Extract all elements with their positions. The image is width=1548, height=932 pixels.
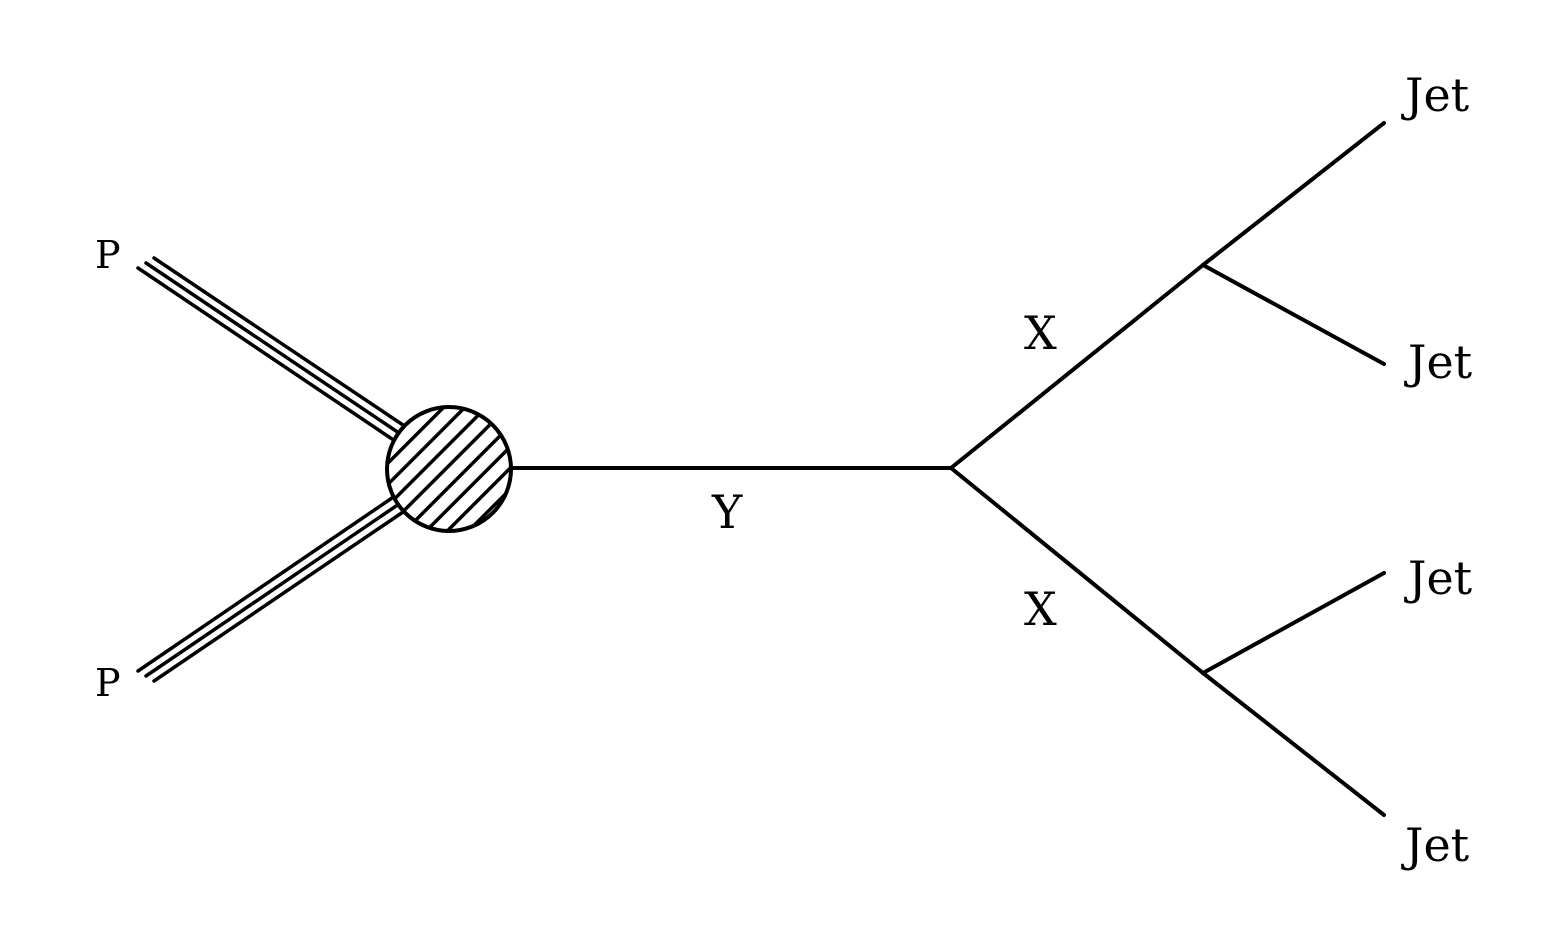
- proton-bottom-beam: [136, 496, 408, 683]
- interaction-blob: [385, 405, 513, 533]
- proton-top-beam: [136, 256, 408, 441]
- x-lower-label: X: [1024, 582, 1057, 636]
- jet-3-line: [1201, 571, 1386, 675]
- jet-4-line: [1201, 671, 1386, 817]
- y-label: Y: [711, 485, 743, 539]
- jet-1-line: [1201, 121, 1386, 267]
- jet-4-label: Jet: [1401, 818, 1470, 872]
- jet-2-line: [1201, 263, 1386, 366]
- jet-3-label: Jet: [1404, 551, 1473, 605]
- proton-bottom-label: P: [95, 661, 121, 705]
- x-upper-label: X: [1024, 306, 1057, 360]
- jet-2-label: Jet: [1404, 335, 1473, 389]
- jet-1-label: Jet: [1401, 68, 1470, 122]
- x-upper-line: [949, 263, 1205, 470]
- x-lower-line: [949, 466, 1205, 675]
- proton-top-label: P: [95, 233, 121, 277]
